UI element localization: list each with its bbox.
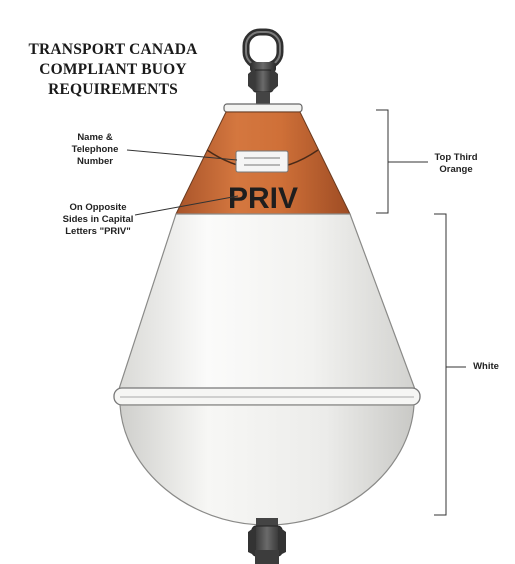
diagram-title: TRANSPORT CANADA COMPLIANT BUOY REQUIREM… [8,40,218,100]
callout-opposite-sides-line-2: Sides in Capital [62,214,134,225]
callout-top-third-line-1: Top Third [434,152,478,163]
callout-name-phone-line-1: Name & [77,132,113,143]
callout-top-third: Top Third Orange [426,152,486,176]
callout-opposite-sides-line-1: On Opposite [69,202,127,213]
white-cone [117,213,417,393]
callout-opposite-sides: On Opposite Sides in Capital Letters "PR… [48,202,148,238]
lower-bowl [119,404,415,526]
callout-white: White [466,361,506,373]
callout-name-phone-line-3: Number [77,156,113,167]
top-shackle-icon [242,28,284,106]
title-line-2: COMPLIANT BUOY [39,61,187,78]
callout-name-phone-line-2: Telephone [71,144,119,155]
callout-name-phone: Name & Telephone Number [55,132,135,168]
callout-top-third-line-2: Orange [439,164,473,175]
title-line-1: TRANSPORT CANADA [28,41,198,58]
leader-priv [134,195,239,216]
callout-white-text: White [473,361,499,372]
name-plate [235,150,289,173]
bracket-white [434,213,447,516]
bracket-top-third [376,109,389,214]
priv-marking: PRIV [228,182,298,215]
bottom-shackle-icon [248,518,286,564]
title-line-3: REQUIREMENTS [48,81,178,98]
callout-opposite-sides-line-3: Letters "PRIV" [65,226,131,237]
leader-name-phone [126,149,238,161]
top-cap [223,103,303,113]
